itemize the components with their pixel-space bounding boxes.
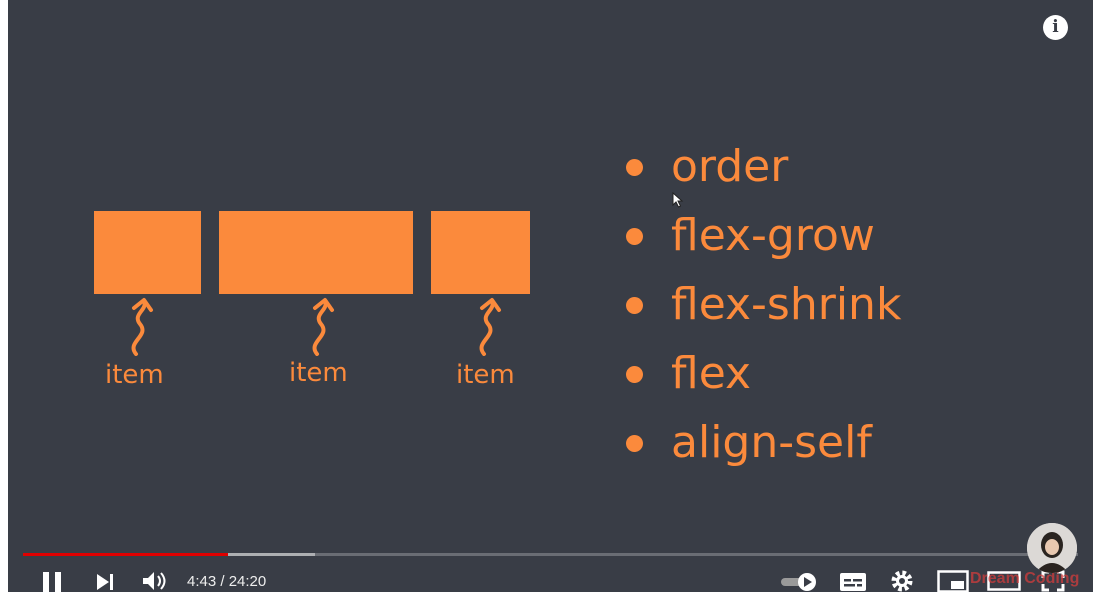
property-label: order (671, 141, 789, 192)
volume-icon[interactable] (141, 570, 169, 592)
curly-arrow-icon (312, 298, 334, 356)
curly-arrow-icon (131, 298, 153, 356)
settings-gear-icon[interactable] (889, 569, 915, 592)
progress-bar[interactable] (23, 553, 1078, 556)
item-label: item (289, 358, 348, 388)
info-icon[interactable]: i (1043, 15, 1068, 40)
flex-item-box-2 (219, 211, 413, 294)
property-label: flex (671, 348, 752, 399)
theater-mode-icon[interactable] (987, 571, 1021, 591)
video-player[interactable]: i item item item order flex-grow flex-sh… (8, 0, 1093, 592)
channel-avatar[interactable] (1027, 523, 1077, 573)
property-label: flex-shrink (671, 279, 902, 330)
miniplayer-icon[interactable] (937, 570, 969, 592)
curly-arrow-icon (479, 298, 501, 356)
subtitles-icon[interactable] (839, 572, 867, 592)
bullet-icon (626, 435, 643, 452)
bullet-icon (626, 228, 643, 245)
bullet-icon (626, 297, 643, 314)
time-display: 4:43 / 24:20 (187, 573, 267, 590)
flex-item-box-3 (431, 211, 530, 294)
bullet-icon (626, 366, 643, 383)
bullet-icon (626, 159, 643, 176)
channel-watermark: Dream Coding (970, 570, 1080, 587)
item-label: item (456, 360, 515, 390)
property-label: align-self (671, 417, 872, 468)
fullscreen-icon[interactable] (1041, 570, 1065, 592)
next-icon[interactable] (95, 572, 117, 592)
player-controls: 4:43 / 24:20 (8, 562, 1093, 592)
property-label: flex-grow (671, 210, 875, 261)
progress-played (23, 553, 228, 556)
item-label: item (105, 360, 164, 390)
mouse-cursor-icon (672, 192, 684, 208)
flex-item-box-1 (94, 211, 201, 294)
pause-icon[interactable] (41, 570, 65, 592)
autoplay-toggle-icon[interactable] (779, 572, 819, 592)
